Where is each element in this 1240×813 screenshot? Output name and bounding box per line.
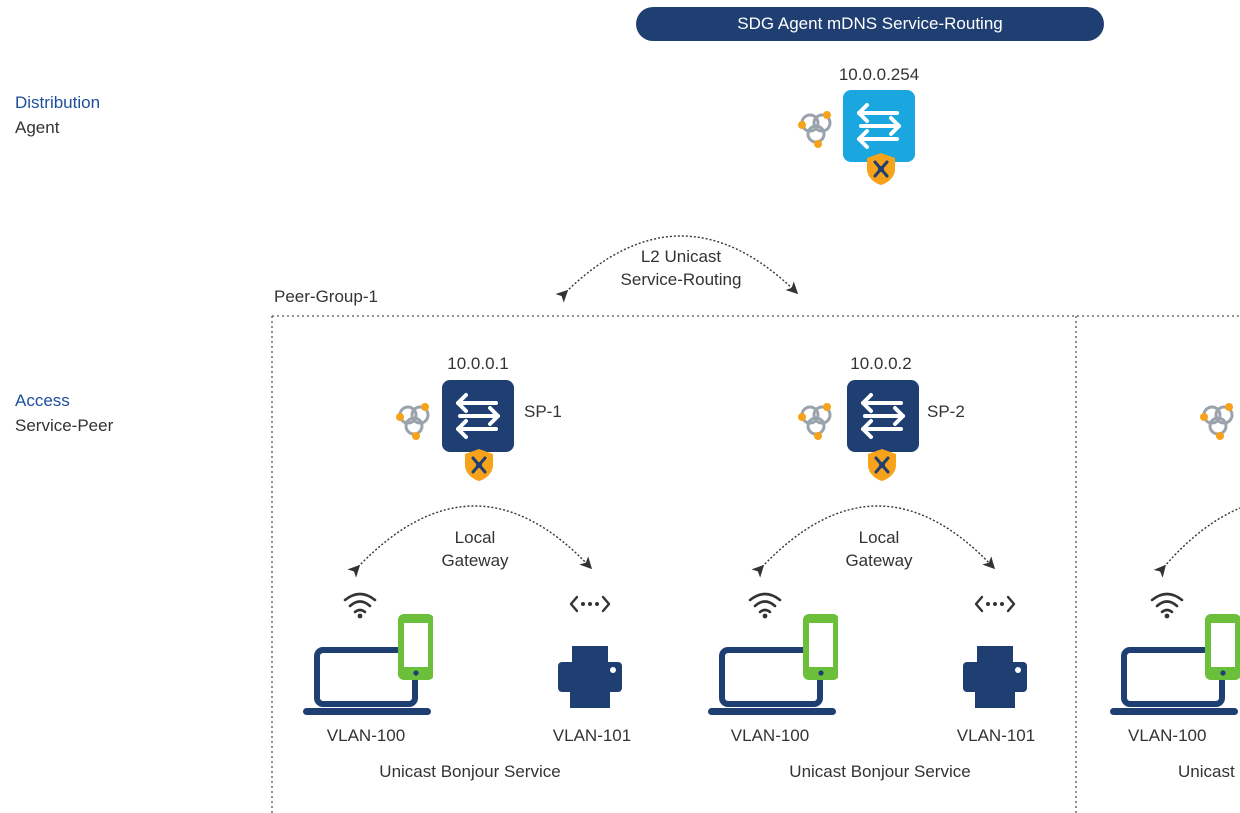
sp1-vlan-left: VLAN-100 [326, 726, 406, 745]
switch-sp2 [847, 380, 919, 452]
peer-partial [1110, 401, 1240, 715]
peer-sp2 [708, 380, 1027, 715]
peer-sp1 [303, 380, 622, 715]
peer-group-label: Peer-Group-1 [274, 287, 378, 306]
diagram-banner: SDG Agent mDNS Service-Routing [636, 7, 1104, 41]
printer-icon [963, 644, 1027, 708]
peer-group-boundary [271, 315, 1240, 813]
wifi-icon [343, 592, 377, 619]
partial-vlan-left: VLAN-100 [1128, 726, 1207, 745]
sp2-name: SP-2 [927, 402, 965, 421]
wired-icon [569, 595, 611, 613]
wifi-icon [1150, 592, 1184, 619]
tier-access-role: Service-Peer [15, 416, 114, 435]
printer-icon [558, 644, 622, 708]
wifi-icon [748, 592, 782, 619]
sp1-name: SP-1 [524, 402, 562, 421]
laptop-phone-icon [708, 614, 839, 715]
l2-link-label-line1: L2 Unicast [640, 247, 722, 266]
sp2-gateway-line2: Gateway [845, 551, 913, 570]
local-gateway-arrow [751, 505, 996, 578]
switch-sp1 [442, 380, 514, 452]
sp1-gateway-line2: Gateway [441, 551, 509, 570]
sp1-ip: 10.0.0.1 [447, 354, 509, 373]
shield-icon [867, 448, 897, 482]
wired-icon [974, 595, 1016, 613]
mdns-icon [394, 401, 431, 441]
shield-icon [464, 448, 494, 482]
sp2-service: Unicast Bonjour Service [789, 762, 971, 781]
agent-ip: 10.0.0.254 [838, 65, 920, 84]
tier-access-title: Access [15, 391, 70, 410]
sp2-ip: 10.0.0.2 [850, 354, 912, 373]
sp2-vlan-left: VLAN-100 [730, 726, 810, 745]
partial-service: Unicast [1178, 762, 1235, 781]
tier-distribution-role: Agent [15, 118, 60, 137]
sp1-gateway-line1: Local [454, 528, 496, 547]
mdns-icon [1198, 401, 1235, 441]
mdns-icon [796, 109, 833, 149]
sp2-vlan-right: VLAN-101 [956, 726, 1036, 745]
tier-distribution-title: Distribution [15, 93, 101, 112]
agent-switch [796, 90, 915, 186]
local-gateway-arrow [347, 505, 593, 578]
sp1-vlan-right: VLAN-101 [552, 726, 632, 745]
laptop-phone-icon [303, 614, 434, 715]
sp1-service: Unicast Bonjour Service [379, 762, 561, 781]
mdns-icon [796, 401, 833, 441]
sp2-gateway-line1: Local [858, 528, 900, 547]
l2-link-label-line2: Service-Routing [620, 270, 742, 289]
laptop-phone-icon [1110, 614, 1240, 715]
shield-icon [866, 152, 896, 186]
local-gateway-arrow [1153, 507, 1240, 578]
